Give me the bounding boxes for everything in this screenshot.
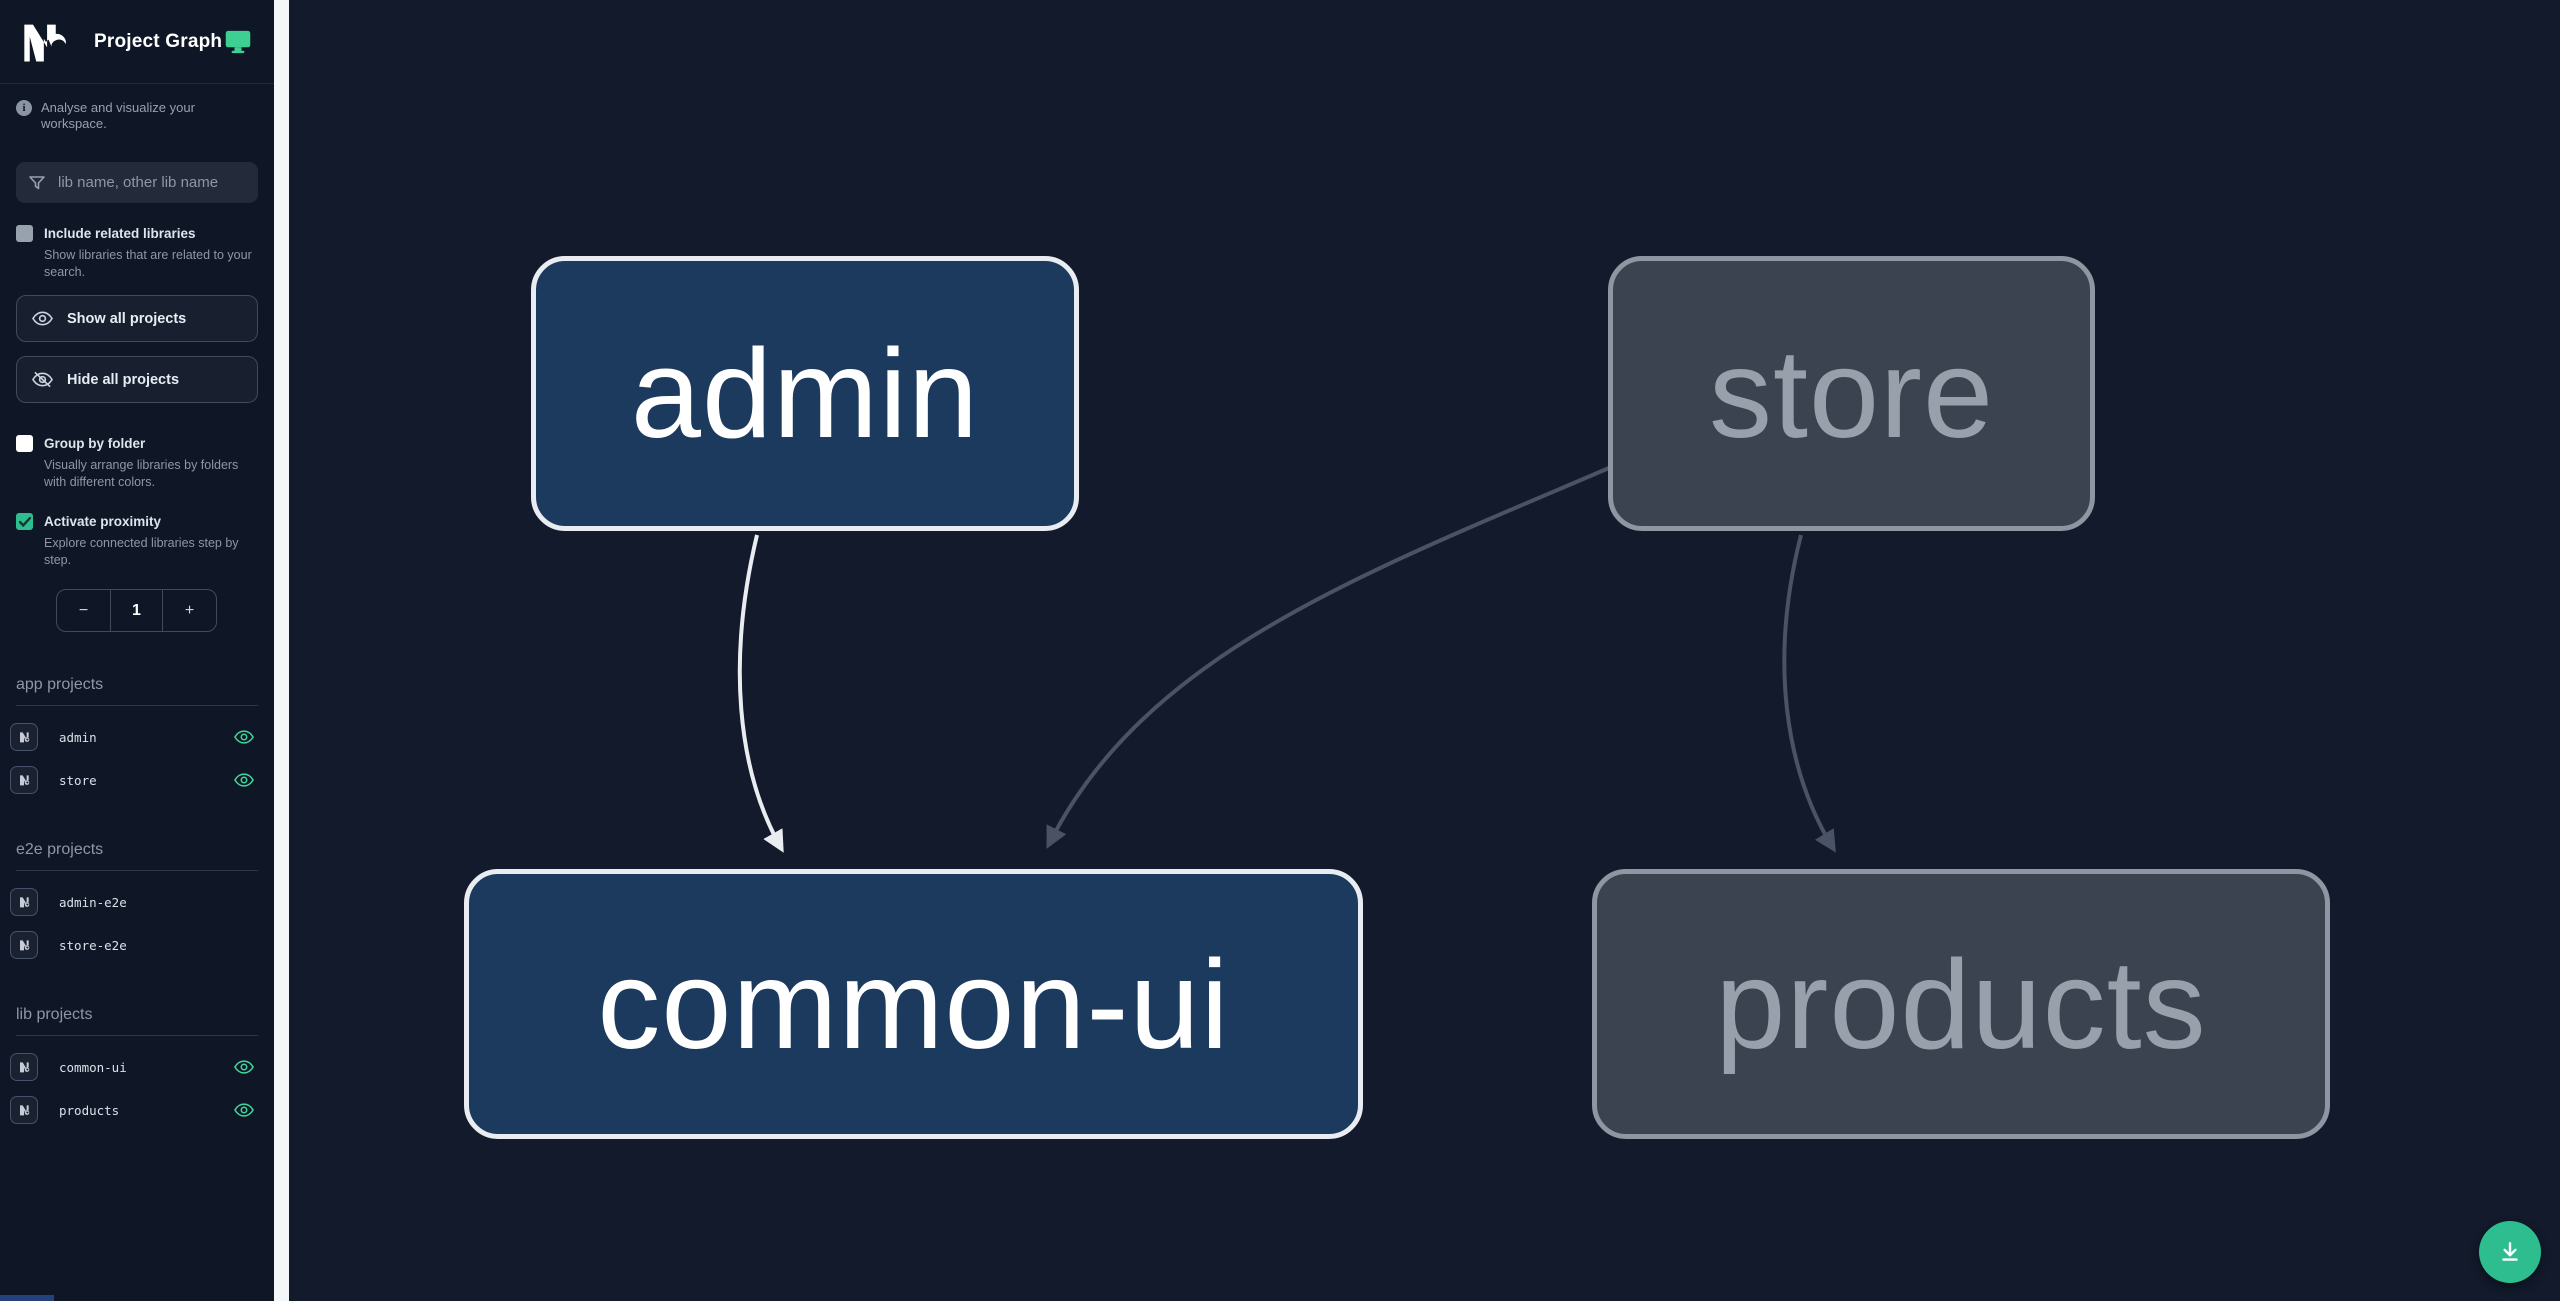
edge-store-to-common-ui[interactable] [1046, 466, 1610, 849]
node-label: products [1715, 933, 2207, 1075]
checkmark-icon [18, 516, 31, 527]
project-name: store [59, 772, 97, 788]
sidebar-canvas-divider[interactable] [274, 0, 289, 1301]
include-related-checkbox[interactable] [16, 225, 33, 242]
visibility-eye-icon[interactable] [234, 773, 254, 787]
monitor-icon[interactable] [224, 29, 252, 55]
project-name: admin-e2e [59, 894, 127, 910]
workspace-tagline: i Analyse and visualize your workspace. [0, 84, 274, 132]
download-icon [2502, 1242, 2518, 1261]
option-group-by-folder: Group by folder Visually arrange librari… [0, 435, 274, 491]
section-e2e-projects: e2e projects admin-e2e store-e2e [0, 841, 274, 962]
edge-layer [737, 466, 1836, 853]
nx-logo-icon [24, 24, 66, 61]
project-icon [10, 1096, 38, 1124]
activate-proximity-label: Activate proximity [44, 514, 162, 529]
project-row-common-ui[interactable]: common-ui [10, 1050, 254, 1084]
section-title: e2e projects [16, 841, 258, 871]
node-label: store [1708, 323, 1995, 464]
bottom-accent-strip [0, 1295, 54, 1301]
page-title: Project Graph [94, 30, 223, 52]
graph-node-products[interactable]: products [1592, 869, 2330, 1139]
option-include-related: Include related libraries Show libraries… [0, 225, 274, 281]
activate-proximity-description: Explore connected libraries step by step… [44, 536, 239, 567]
group-by-folder-checkbox[interactable] [16, 435, 33, 452]
show-all-projects-button[interactable]: Show all projects [16, 295, 258, 342]
section-lib-projects: lib projects common-ui products [0, 1006, 274, 1127]
proximity-increment-button[interactable]: + [184, 601, 195, 619]
graph-node-store[interactable]: store [1608, 256, 2095, 531]
section-title: app projects [16, 676, 258, 706]
search-bar[interactable] [16, 162, 258, 203]
node-label: common-ui [597, 933, 1230, 1075]
proximity-value: 1 [110, 590, 163, 631]
proximity-stepper: − 1 + [56, 589, 217, 632]
project-row-store-e2e[interactable]: store-e2e [10, 928, 254, 962]
project-row-admin-e2e[interactable]: admin-e2e [10, 885, 254, 919]
edge-admin-to-common-ui[interactable] [737, 534, 784, 853]
eye-off-icon [32, 371, 53, 388]
tagline-text: Analyse and visualize your workspace. [41, 100, 195, 131]
node-label: admin [630, 323, 980, 464]
visibility-eye-icon[interactable] [234, 730, 254, 744]
section-title: lib projects [16, 1006, 258, 1036]
project-icon [10, 888, 38, 916]
edge-store-to-products[interactable] [1782, 534, 1836, 853]
graph-canvas[interactable]: admin store common-ui products [289, 0, 2560, 1301]
search-input[interactable] [58, 174, 243, 191]
sidebar-header: Project Graph [0, 0, 274, 84]
group-by-folder-label: Group by folder [44, 436, 146, 451]
show-all-label: Show all projects [67, 310, 187, 327]
activate-proximity-checkbox[interactable] [16, 513, 33, 530]
group-by-folder-description: Visually arrange libraries by folders wi… [44, 458, 239, 489]
project-icon [10, 766, 38, 794]
project-name: products [59, 1102, 120, 1118]
project-row-admin[interactable]: admin [10, 720, 254, 754]
download-image-button[interactable] [2479, 1221, 2541, 1283]
hide-all-label: Hide all projects [67, 371, 180, 388]
project-icon [10, 723, 38, 751]
project-icon [10, 931, 38, 959]
eye-icon [32, 311, 53, 326]
visibility-eye-icon[interactable] [234, 1060, 254, 1074]
hide-all-projects-button[interactable]: Hide all projects [16, 356, 258, 403]
project-name: store-e2e [59, 937, 127, 953]
option-activate-proximity: Activate proximity Explore connected lib… [0, 513, 274, 569]
project-name: common-ui [59, 1059, 127, 1075]
sidebar: Project Graph i Analyse and visualize yo… [0, 0, 274, 1301]
graph-node-admin[interactable]: admin [531, 256, 1079, 531]
proximity-decrement-button[interactable]: − [78, 601, 89, 619]
visibility-eye-icon[interactable] [234, 1103, 254, 1117]
include-related-description: Show libraries that are related to your … [44, 248, 252, 279]
project-name: admin [59, 729, 97, 745]
filter-funnel-icon [16, 174, 58, 192]
section-app-projects: app projects admin store [0, 676, 274, 797]
info-icon: i [16, 100, 32, 116]
include-related-label: Include related libraries [44, 226, 196, 241]
graph-node-common-ui[interactable]: common-ui [464, 869, 1363, 1139]
project-row-store[interactable]: store [10, 763, 254, 797]
project-row-products[interactable]: products [10, 1093, 254, 1127]
project-icon [10, 1053, 38, 1081]
